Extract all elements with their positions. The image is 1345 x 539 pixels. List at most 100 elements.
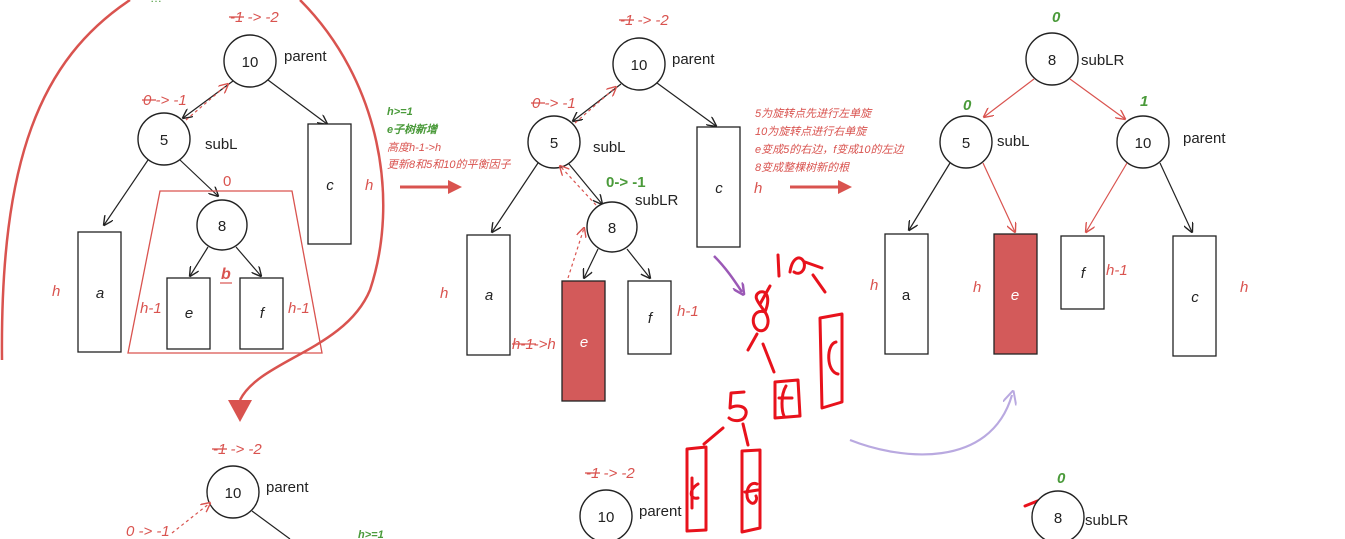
- subtree-e: [561, 280, 606, 402]
- edge: [984, 78, 1035, 117]
- node-left-label: subL: [997, 133, 1030, 150]
- height-c: h: [1240, 279, 1248, 296]
- node-sub-value: 8: [608, 220, 616, 237]
- subtree-e: [993, 233, 1038, 355]
- height-f: h-1: [288, 300, 310, 317]
- height-e: h: [973, 279, 981, 296]
- bf-right: 1: [1140, 93, 1148, 110]
- edge: [185, 84, 228, 121]
- node-right-value: 10: [1135, 135, 1152, 152]
- top-cutoff-marks: …: [150, 0, 162, 5]
- node-root: [1031, 490, 1085, 539]
- edge: [584, 248, 599, 278]
- node-left-value: 5: [160, 132, 168, 149]
- node-right-label: parent: [1183, 130, 1226, 147]
- note-2-line-1: 5为旋转点先进行左单旋: [755, 107, 873, 120]
- edge: [179, 159, 218, 196]
- note-1-line-4: 更新8和5和10的平衡因子: [387, 158, 511, 171]
- subtree-f-label: f: [1081, 265, 1087, 282]
- node-root: [612, 37, 666, 91]
- panel-3: 0 8 subLR 0 5 subL 1 10 parent a h e h f…: [870, 9, 1248, 357]
- subtree-c: [1172, 235, 1217, 357]
- panel-1: -1 -> -2 10 parent 0 -> -1 5 subL 0 8 b …: [52, 9, 373, 354]
- node-sub: [586, 201, 638, 253]
- subtree-a: [77, 231, 122, 353]
- edge: [183, 80, 234, 118]
- node-left: [137, 112, 191, 166]
- subtree-f-label: f: [260, 305, 266, 322]
- bf-root: -1 -> -2: [620, 12, 669, 29]
- subtree-c-label: c: [1191, 289, 1199, 306]
- node-left-label: subL: [593, 139, 626, 156]
- node-root-label: subLR: [1081, 52, 1125, 69]
- edge: [560, 166, 597, 206]
- bf-sub: 0-> -1: [606, 174, 646, 191]
- height-c: h: [365, 177, 373, 194]
- subtree-c-label: c: [326, 177, 334, 194]
- subtree-f: [627, 280, 672, 355]
- node-root-label: parent: [266, 479, 309, 496]
- bf-root: -1 -> -2: [230, 9, 279, 26]
- note-2-line-4: 8变成整棵树新的根: [755, 161, 850, 174]
- bf-root: -1 -> -2: [586, 465, 635, 482]
- subtree-a: [884, 233, 929, 355]
- node-root: [206, 465, 260, 519]
- edge: [573, 83, 622, 121]
- node-left: [527, 115, 581, 169]
- edge: [251, 510, 291, 539]
- subtree-b-outline: [127, 190, 323, 354]
- node-root-label: subLR: [1085, 512, 1129, 529]
- bf-left: 0 -> -1: [532, 95, 576, 112]
- panel-5: -1 -> -2 10 parent: [579, 465, 682, 539]
- node-root-value: 8: [1054, 510, 1062, 527]
- note-1-line-2: e子树新增: [387, 123, 439, 136]
- node-root-value: 10: [631, 57, 648, 74]
- edge: [656, 82, 716, 126]
- note-1: h>=1 e子树新增 高度h-1->h 更新8和5和10的平衡因子: [387, 106, 511, 194]
- subtree-a-label: a: [902, 287, 911, 304]
- edge: [568, 163, 602, 204]
- edge: [171, 503, 210, 534]
- edge: [104, 159, 149, 225]
- bf-root: -1 -> -2: [213, 441, 262, 458]
- edge: [492, 162, 539, 232]
- subtree-e-label: e: [1011, 287, 1019, 304]
- subtree-e-label: e: [580, 334, 588, 351]
- subtree-c: [307, 123, 352, 245]
- panel-6: 0 8 subLR: [1031, 470, 1129, 539]
- edge: [626, 248, 650, 278]
- note-2: 5为旋转点先进行左单旋 10为旋转点进行右单旋 e变成5的右边，f变成10的左边…: [755, 107, 905, 194]
- edge: [567, 228, 584, 279]
- subtree-f: [1060, 235, 1105, 310]
- subtree-a: [466, 234, 511, 356]
- subtree-c: [696, 126, 741, 248]
- node-sub-value: 8: [218, 218, 226, 235]
- edge: [982, 162, 1015, 232]
- node-left-label: subL: [205, 136, 238, 153]
- height-a: h: [52, 283, 60, 300]
- height-a: h: [440, 285, 448, 302]
- bf-left: 0 -> -1: [126, 523, 170, 539]
- edge: [190, 246, 209, 276]
- node-root-value: 10: [598, 509, 615, 526]
- note-1-line-3: 高度h-1->h: [387, 141, 441, 154]
- node-root-label: parent: [639, 503, 682, 520]
- height-f: h-1: [1106, 262, 1128, 279]
- subtree-a-label: a: [485, 287, 493, 304]
- node-root-value: 10: [225, 485, 242, 502]
- height-a: h: [870, 277, 878, 294]
- edge: [1159, 162, 1192, 232]
- edge: [235, 246, 261, 276]
- node-root-value: 8: [1048, 52, 1056, 69]
- node-left: [939, 115, 993, 169]
- height-f: h-1: [677, 303, 699, 320]
- note-1-line-1: h>=1: [387, 106, 413, 118]
- edge: [909, 162, 951, 230]
- bf-left: 0 -> -1: [143, 92, 187, 109]
- subtree-a-label: a: [96, 285, 104, 302]
- node-sub-label: subLR: [635, 192, 679, 209]
- node-root: [579, 489, 633, 539]
- node-right: [1116, 115, 1170, 169]
- height-c: h: [754, 180, 762, 197]
